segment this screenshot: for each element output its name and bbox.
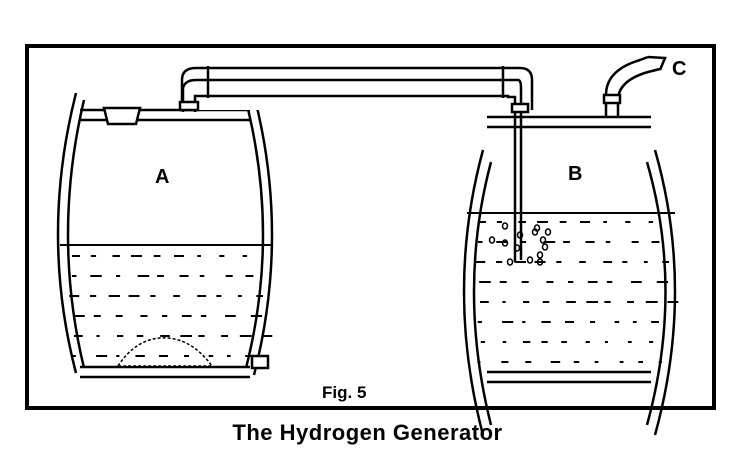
label-b: B bbox=[568, 163, 582, 185]
bubble bbox=[533, 224, 541, 232]
figure-number: Fig. 5 bbox=[322, 383, 366, 402]
bubble bbox=[501, 222, 509, 230]
bubble bbox=[506, 258, 514, 266]
liquid-b bbox=[475, 221, 679, 363]
gas-bubbles bbox=[488, 222, 552, 266]
bubble bbox=[526, 256, 534, 264]
connecting-pipe bbox=[178, 66, 534, 262]
label-a: A bbox=[155, 166, 169, 188]
tank-a bbox=[56, 92, 274, 379]
label-c: C bbox=[672, 58, 686, 80]
bubble bbox=[541, 243, 549, 251]
drain-valve-icon bbox=[250, 354, 270, 370]
bubble bbox=[501, 239, 509, 247]
bubble bbox=[539, 236, 547, 244]
fill-cap-icon bbox=[102, 106, 142, 126]
bubble bbox=[536, 251, 544, 259]
figure-frame bbox=[25, 44, 716, 410]
figure-caption: The Hydrogen Generator bbox=[232, 420, 503, 445]
tank-b bbox=[462, 115, 677, 436]
bubble bbox=[488, 236, 496, 244]
outlet-pipe-c bbox=[602, 55, 667, 118]
bubble bbox=[544, 228, 552, 236]
liquid-a bbox=[69, 255, 273, 357]
bubble bbox=[536, 258, 544, 266]
zinc-pile bbox=[116, 337, 214, 367]
